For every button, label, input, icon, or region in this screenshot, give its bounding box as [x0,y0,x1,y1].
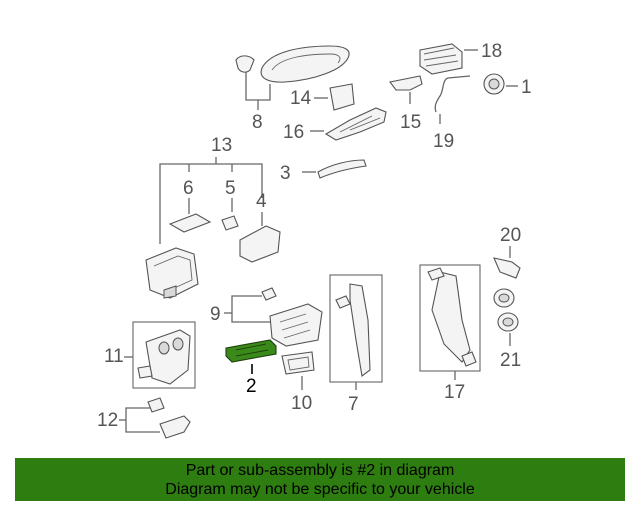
callout-20: 20 [500,225,521,246]
part-4-lid [239,225,281,263]
banner-line-part-number: Part or sub-assembly is #2 in diagram [185,461,455,479]
part-2-highlighted [225,339,277,363]
banner-line-disclaimer: Diagram may not be specific to your vehi… [165,480,475,498]
callout-6: 6 [183,178,194,199]
callout-16: 16 [283,122,304,143]
part-8-upper-panel [235,45,350,83]
part-21-switches [493,288,519,332]
callout-13: 3 [280,163,291,184]
callout-4: 4 [256,191,267,212]
part-19-cable [434,75,471,113]
part-1-knob [483,73,505,95]
callout-21: 21 [500,350,521,371]
part-9-bezel [269,303,323,347]
part-11-side-panel [145,329,191,385]
callout-14: 14 [290,88,312,109]
part-14-bracket [329,83,355,111]
callout-17: 17 [444,382,465,403]
part-9-clip [261,287,277,301]
callout-1: 1 [521,77,532,98]
part-11-clip [137,365,153,379]
part-12-clip [147,397,165,413]
callout-19: 19 [433,131,454,152]
part-17-side-trim [427,267,477,367]
part-12-cover [159,415,191,439]
callout-7: 7 [348,394,359,415]
part-5-clip [221,215,239,231]
part-13-trim [317,159,367,179]
part-3-glove-box [145,247,199,299]
part-15-clip [389,75,423,91]
callout-5: 5 [225,178,236,199]
part-6-pad [168,213,212,233]
callout-18: 18 [481,41,502,62]
part-16-reinforcement [324,107,387,141]
parts-diagram: 8 18 1 14 15 16 19 3 13 6 5 4 [97,41,532,439]
callout-15: 15 [400,112,421,133]
leader-9 [231,295,272,323]
callout-3: 13 [211,135,232,156]
callout-2: 2 [246,376,257,397]
info-banner: Part or sub-assembly is #2 in diagram Di… [15,458,625,501]
callout-9: 9 [210,304,221,325]
leader-3 [159,163,263,244]
callout-10: 10 [291,393,312,414]
callout-8: 8 [252,112,263,133]
part-18-module [419,43,463,75]
part-20-bracket [493,257,521,279]
part-10-bezel [281,351,315,375]
callout-11: 11 [104,346,124,367]
callout-12: 12 [97,410,118,431]
part-7-pillar-trim [335,283,371,377]
